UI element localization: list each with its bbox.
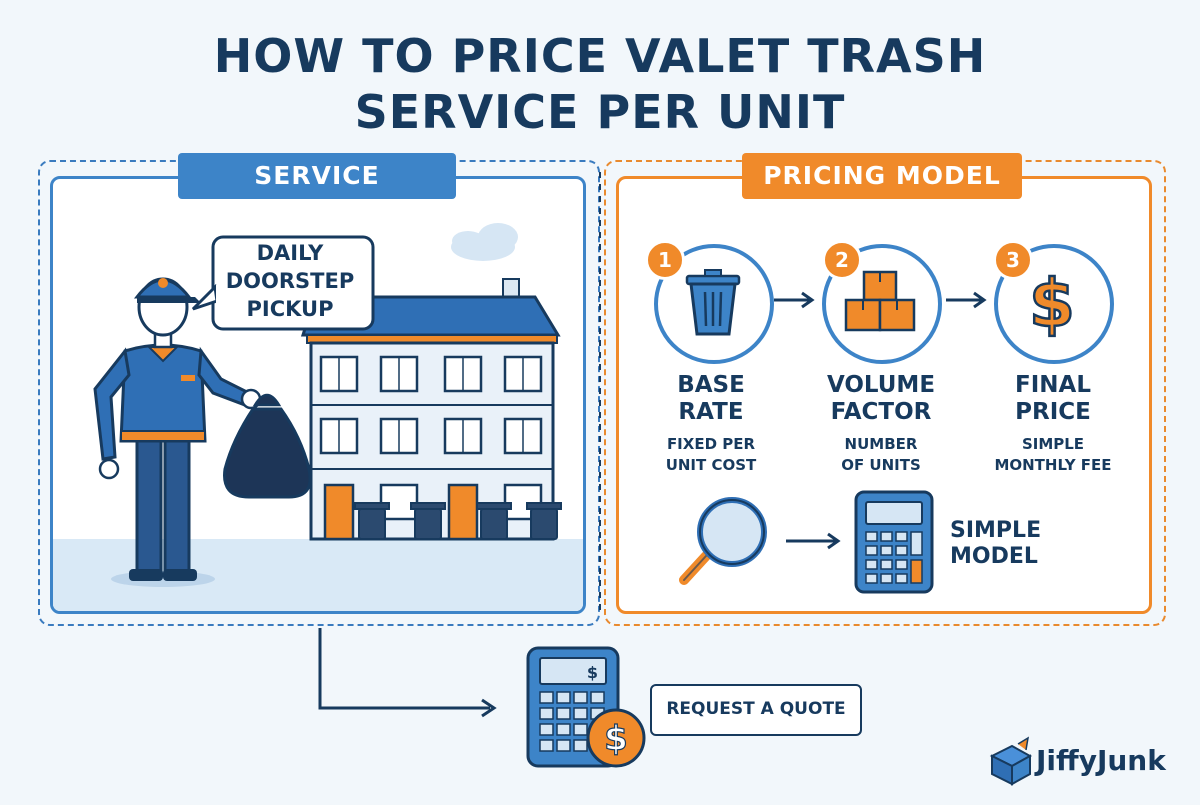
step-1-sub-line-1: FIXED PER [666, 435, 756, 453]
calculator-icon [854, 490, 934, 594]
brand-name: JiffyJunk [1036, 744, 1166, 777]
simple-model-line-1: SIMPLE [950, 518, 1042, 543]
step-3-subtitle: SIMPLE MONTHLY FEE [968, 434, 1138, 476]
step-2-number: 2 [822, 240, 862, 280]
simple-model-label: SIMPLE MODEL [950, 518, 1041, 570]
boxes-icon [844, 270, 916, 332]
trash-bag-icon [223, 393, 312, 499]
bubble-line-1: DAILY [256, 241, 324, 265]
quote-calculator-icon: $ $ [526, 646, 646, 768]
step-2-sub-line-2: OF UNITS [841, 456, 921, 474]
step-3-sub-line-2: MONTHLY FEE [994, 456, 1112, 474]
step-1-number: 1 [645, 240, 685, 280]
connector-arrow [318, 628, 497, 718]
service-tab: SERVICE [178, 153, 456, 199]
dollar-icon: $ [1028, 264, 1076, 344]
step-3-title-line-2: PRICE [1015, 399, 1091, 425]
speech-bubble [191, 235, 375, 331]
step-2-subtitle: NUMBER OF UNITS [796, 434, 966, 476]
simple-model-line-2: MODEL [950, 544, 1038, 569]
trash-can-icon [685, 269, 741, 336]
speech-bubble-text: DAILY DOORSTEP PICKUP [210, 239, 370, 323]
step-2-title-line-2: FACTOR [830, 399, 932, 425]
trash-bins-icon [354, 502, 562, 540]
step-1-sub-line-2: UNIT COST [665, 456, 757, 474]
step-2-title-line-1: VOLUME [826, 372, 936, 398]
step-1-title-line-1: BASE [677, 372, 745, 398]
jiffyjunk-logo-icon [989, 736, 1033, 786]
cloud-icon [451, 223, 518, 261]
pricing-tab: PRICING MODEL [742, 153, 1022, 199]
arrow-right-icon [786, 532, 841, 550]
step-3-number: 3 [993, 240, 1033, 280]
step-3-title: FINAL PRICE [968, 372, 1138, 426]
step-3-title-line-1: FINAL [1015, 372, 1091, 398]
step-1-subtitle: FIXED PER UNIT COST [626, 434, 796, 476]
svg-text:$: $ [604, 719, 628, 759]
step-1-title-line-2: RATE [678, 399, 744, 425]
service-scene [53, 223, 583, 611]
page-title: HOW TO PRICE VALET TRASH SERVICE PER UNI… [0, 28, 1200, 140]
title-line-2: SERVICE PER UNIT [354, 85, 846, 139]
svg-text:$: $ [1029, 265, 1075, 342]
service-panel [50, 176, 586, 614]
arrow-right-icon [946, 291, 987, 309]
magnifier-icon [679, 497, 767, 585]
svg-text:$: $ [587, 663, 598, 682]
section-divider [599, 172, 601, 612]
title-line-1: HOW TO PRICE VALET TRASH [213, 29, 987, 83]
step-1-title: BASE RATE [626, 372, 796, 426]
valet-worker-icon [93, 277, 262, 587]
arrow-right-icon [774, 291, 815, 309]
step-2-title: VOLUME FACTOR [796, 372, 966, 426]
bubble-line-3: PICKUP [246, 297, 334, 321]
step-2-sub-line-1: NUMBER [844, 435, 918, 453]
step-3-sub-line-1: SIMPLE [1021, 435, 1085, 453]
bubble-line-2: DOORSTEP [225, 269, 355, 293]
request-quote-button[interactable]: REQUEST A QUOTE [650, 684, 862, 736]
